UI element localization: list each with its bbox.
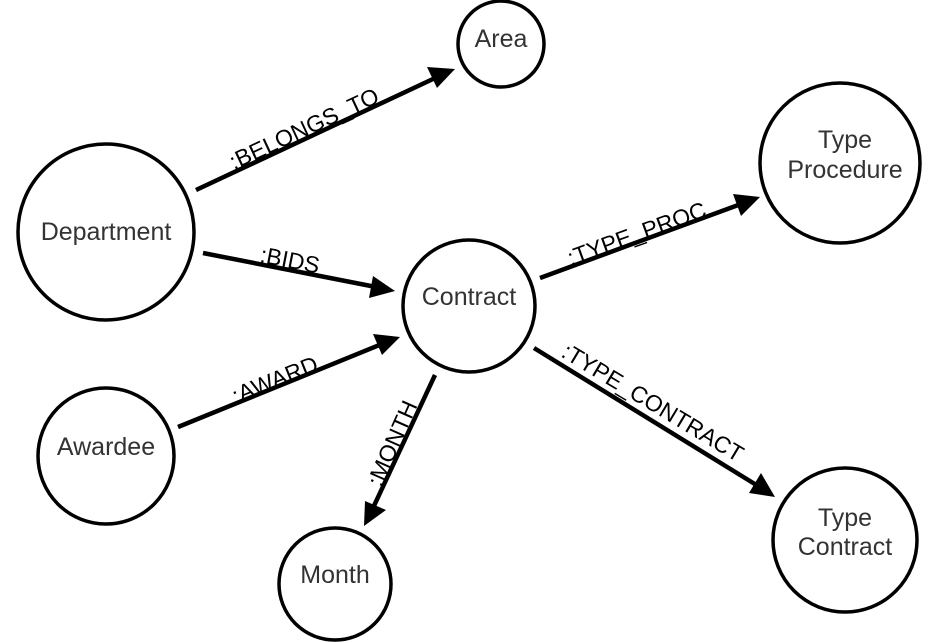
node-contract-label: Contract — [422, 283, 517, 311]
node-month-label: Month — [300, 561, 369, 589]
edge-belongs-to: :BELONGS_TO — [195, 67, 455, 193]
node-type-contract-label-line2: Contract — [798, 533, 893, 561]
edge-month: :MONTH — [362, 374, 438, 526]
node-month: Month — [277, 526, 393, 642]
edge-bids-arrowhead — [369, 276, 395, 298]
edge-month-line — [370, 374, 438, 509]
node-department: Department — [16, 142, 196, 322]
edge-month-label: :MONTH — [362, 397, 423, 490]
node-type-procedure-label-line1: Type — [818, 126, 872, 154]
edge-type-contract-line — [532, 346, 760, 488]
node-type-procedure: Type Procedure — [758, 81, 922, 245]
edge-type-proc-label: :TYPE_PROC — [564, 196, 710, 270]
node-contract: Contract — [401, 238, 537, 374]
node-area-circle — [456, 0, 546, 89]
edge-award-arrowhead — [373, 334, 400, 355]
edge-bids: :BIDS — [202, 241, 395, 298]
edge-type-proc-arrowhead — [733, 194, 760, 216]
edge-type-proc-line — [539, 201, 742, 281]
node-area: Area — [456, 0, 546, 89]
edge-type-contract: :TYPE_CONTRACT — [532, 338, 775, 497]
edge-month-arrowhead — [364, 501, 386, 526]
node-area-label: Area — [475, 25, 528, 53]
node-awardee-label: Awardee — [57, 433, 155, 461]
edge-type-contract-label: :TYPE_CONTRACT — [557, 338, 748, 467]
node-type-contract: Type Contract — [771, 466, 919, 614]
node-type-contract-label-line1: Type — [818, 504, 872, 532]
node-type-procedure-label-line2: Procedure — [787, 156, 902, 184]
edge-bids-line — [202, 250, 377, 290]
node-type-contract-circle — [771, 466, 919, 614]
edge-belongs-to-arrowhead — [427, 67, 455, 88]
node-awardee: Awardee — [36, 386, 176, 526]
edge-belongs-to-label: :BELONGS_TO — [225, 83, 383, 175]
node-type-procedure-circle — [758, 81, 922, 245]
node-department-circle — [16, 142, 196, 322]
node-month-circle — [277, 526, 393, 642]
edge-type-contract-arrowhead — [749, 473, 775, 497]
node-department-label: Department — [41, 218, 172, 246]
edge-type-proc: :TYPE_PROC — [539, 194, 760, 281]
node-contract-circle — [401, 238, 537, 374]
edge-award-line — [177, 341, 383, 430]
edge-bids-label: :BIDS — [258, 241, 322, 278]
edge-award-label: :AWARD — [228, 351, 321, 409]
edge-award: :AWARD — [177, 334, 400, 430]
edge-belongs-to-line — [195, 76, 434, 193]
node-awardee-circle — [36, 386, 176, 526]
